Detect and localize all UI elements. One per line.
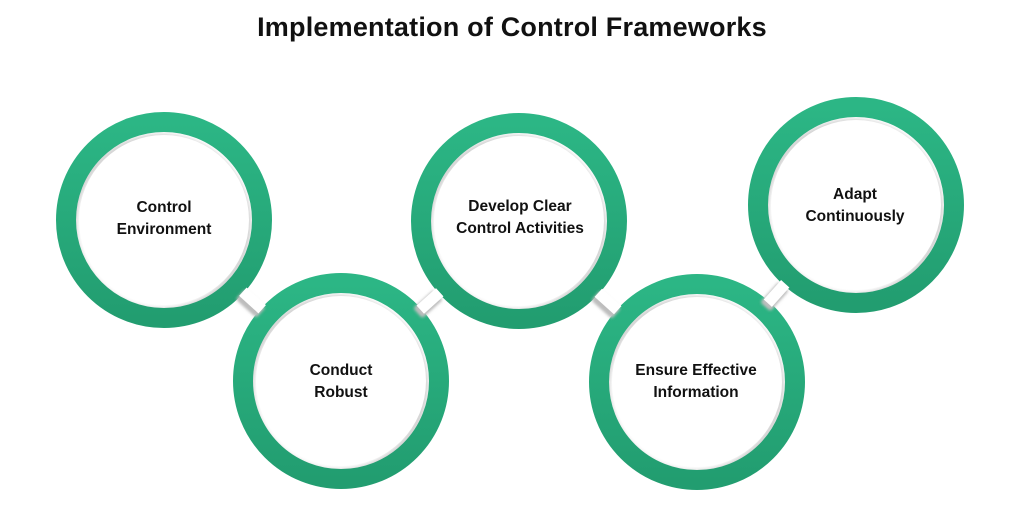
diagram-title: Implementation of Control Frameworks [257, 12, 767, 42]
ring-ensure-effective-information [589, 274, 805, 490]
label-line: Information [653, 384, 739, 401]
label-line: Develop Clear [468, 198, 572, 215]
ring-interior [434, 136, 604, 306]
node-label-ensure-effective-information: Ensure Effective Information [596, 360, 796, 404]
ring-stroke [748, 97, 964, 313]
ring-adapt-continuously [748, 97, 964, 313]
label-line: Control Activities [456, 220, 584, 237]
ring-stroke [56, 112, 272, 328]
link-gap-3-b [761, 280, 790, 311]
ring-stroke [589, 274, 805, 490]
ring-interior [771, 120, 941, 290]
link-gap-2-b [592, 288, 622, 318]
ring-conduct-robust [233, 273, 449, 489]
ring-stroke [233, 273, 449, 489]
label-line: Adapt [833, 186, 877, 203]
link-gap-1-b [414, 288, 444, 318]
node-label-adapt-continuously: Adapt Continuously [770, 184, 940, 228]
ring-interior [256, 296, 426, 466]
ring-develop-clear-control-activities [411, 113, 627, 329]
ring-interior [79, 135, 249, 305]
link-gap-0-b [236, 287, 266, 317]
node-label-control-environment: Control Environment [79, 197, 249, 241]
node-label-conduct-robust: Conduct Robust [256, 360, 426, 404]
ring-control-environment [56, 112, 272, 328]
ring-stroke [411, 113, 627, 329]
label-line: Continuously [805, 208, 905, 225]
ring-interior [612, 297, 782, 467]
label-line: Control [136, 199, 192, 216]
label-line: Environment [116, 221, 212, 238]
label-line: Robust [314, 384, 368, 401]
node-label-develop-clear-control-activities: Develop Clear Control Activities [420, 196, 620, 240]
label-line: Conduct [309, 362, 373, 379]
label-line: Ensure Effective [635, 362, 757, 379]
